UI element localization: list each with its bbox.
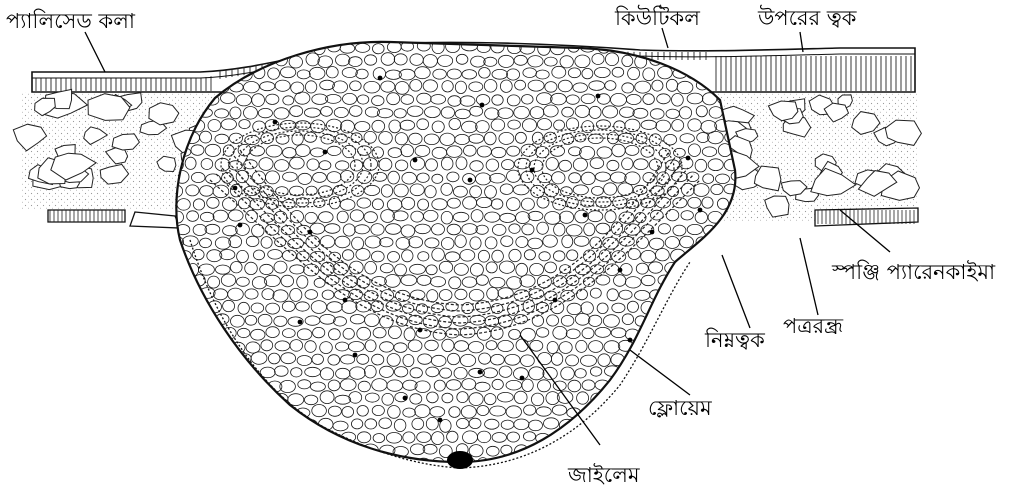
label-palisade: প্যালিসেড কলা (6, 11, 135, 32)
label-lower-epidermis: নিম্নত্বক (705, 330, 765, 351)
label-stomata: পত্ররন্ধ্র (783, 316, 843, 337)
label-phloem: ফ্লোয়েম (648, 398, 712, 419)
label-upper-epidermis: উপরের ত্বক (758, 8, 856, 29)
label-spongy: স্পঞ্জি প্যারেনকাইমা (832, 262, 995, 283)
label-xylem: জাইলেম (568, 465, 640, 486)
label-cuticle: কিউটিকল (615, 8, 700, 29)
